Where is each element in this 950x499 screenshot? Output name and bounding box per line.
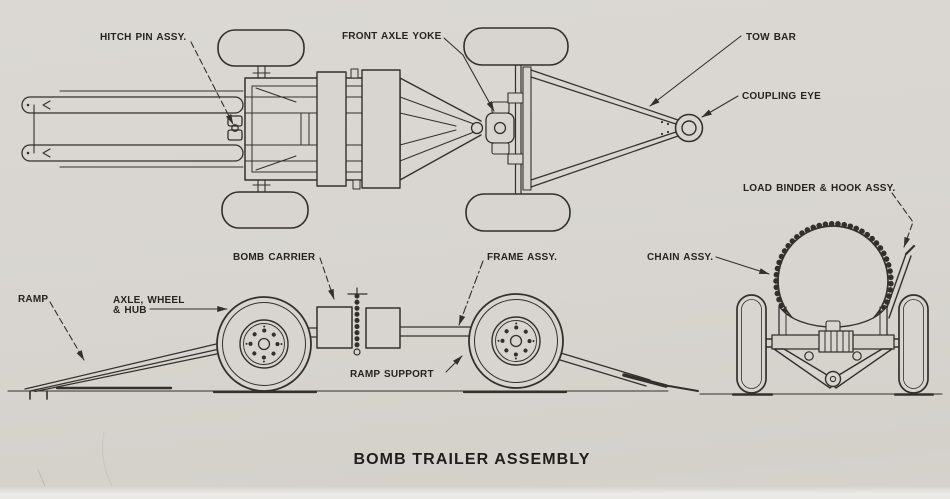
rear-wheels <box>736 294 929 394</box>
paper-crease <box>101 431 113 487</box>
leader-ramp <box>49 301 85 361</box>
top-view <box>21 27 704 232</box>
chain-hook <box>353 348 361 356</box>
leader-front-axle-yoke <box>443 37 495 112</box>
label-ramp-support: RAMP SUPPORT <box>350 369 434 380</box>
leader-load-binder <box>891 192 914 248</box>
coupling-eye <box>674 113 704 143</box>
label-ramp: RAMP <box>18 294 48 305</box>
ramp-rails-plan <box>21 90 244 168</box>
label-axle-wheel-hub-2: & HUB <box>113 305 147 316</box>
side-front-wheel <box>468 293 564 389</box>
front-wheel-bottom-plan <box>465 193 571 232</box>
v-frame <box>773 348 893 389</box>
chain-assembly <box>773 220 894 325</box>
leader-lines <box>49 35 914 373</box>
side-view <box>7 287 699 400</box>
ground-line-rear <box>699 393 943 396</box>
label-coupling-eye: COUPLING EYE <box>742 91 821 102</box>
label-load-binder: LOAD BINDER & HOOK ASSY. <box>743 183 895 194</box>
hitch-pin-assembly <box>227 115 243 141</box>
leader-chain-assy <box>715 256 770 275</box>
label-tow-bar: TOW BAR <box>746 32 797 43</box>
leader-bomb-carrier <box>319 257 335 300</box>
label-frame-assy: FRAME ASSY. <box>487 252 557 263</box>
label-axle-wheel-hub-1: AXLE, WHEEL <box>113 295 185 306</box>
front-wheel-top-plan <box>463 27 569 66</box>
label-bomb-carrier: BOMB CARRIER <box>233 252 316 263</box>
side-rear-wheel <box>216 296 312 392</box>
rear-view <box>699 220 943 396</box>
plan-wheels <box>217 27 571 232</box>
carrier-straps-plan <box>316 68 401 190</box>
callout-labels: HITCH PIN ASSY. FRONT AXLE YOKE TOW BAR … <box>18 31 895 468</box>
leader-ramp-support <box>445 355 463 373</box>
leader-coupling-eye <box>701 95 739 118</box>
front-axle-yoke <box>470 101 515 155</box>
photo-bottom-edge <box>0 486 950 499</box>
ground-line-side <box>7 390 669 400</box>
cradle-platform <box>771 320 895 353</box>
label-chain-assy: CHAIN ASSY. <box>647 252 713 263</box>
tow-bar <box>522 66 682 191</box>
ramp-side <box>24 340 237 393</box>
paper-mark <box>37 469 46 487</box>
chain-hanger <box>347 287 368 295</box>
rear-view-left-wheel <box>736 294 767 394</box>
frame-bar-front <box>399 326 471 337</box>
rear-view-right-wheel <box>898 294 929 394</box>
rear-wheel-top-plan <box>217 29 305 67</box>
leader-frame-assy <box>458 260 484 326</box>
label-front-axle-yoke: FRONT AXLE YOKE <box>342 31 442 42</box>
leader-hitch-pin <box>190 41 234 125</box>
label-hitch-pin-assy: HITCH PIN ASSY. <box>100 32 186 43</box>
leader-tow-bar <box>649 35 742 107</box>
rear-wheel-bottom-plan <box>221 191 309 229</box>
bomb-carrier-boxes <box>316 287 401 356</box>
drawing-title: BOMB TRAILER ASSEMBLY <box>353 451 590 468</box>
